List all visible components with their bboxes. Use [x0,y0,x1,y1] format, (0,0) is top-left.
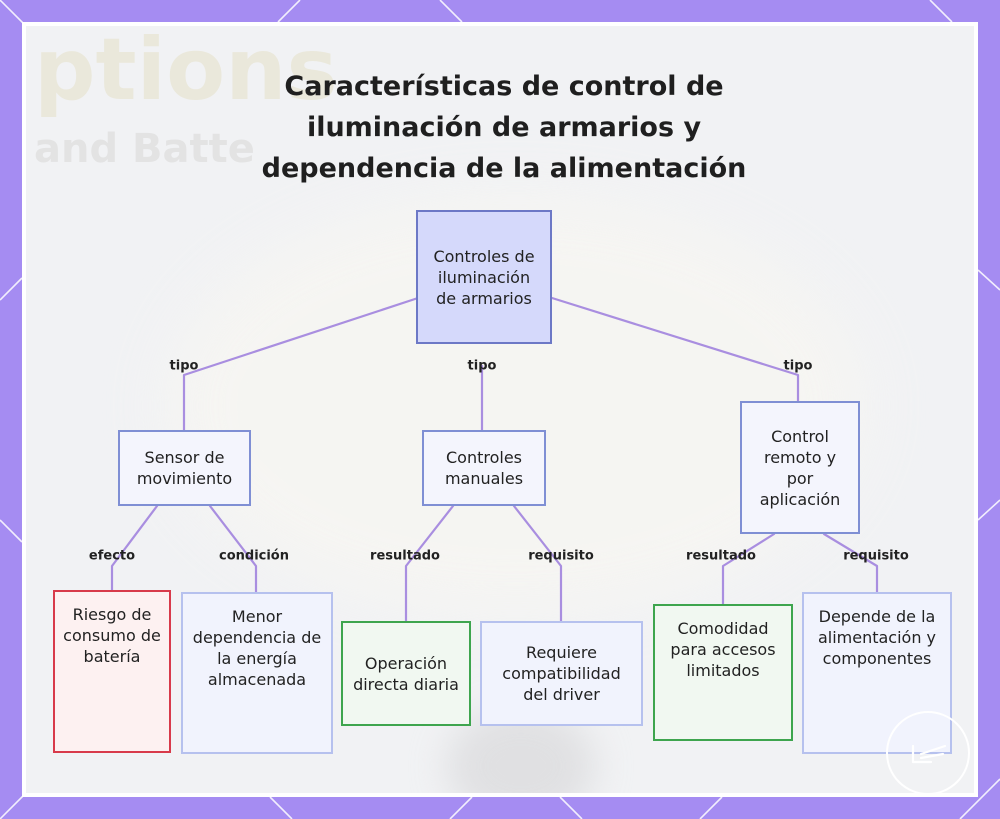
node-battery-risk-label: Riesgo de consumo de batería [63,605,161,666]
edge-label-tipo-right: tipo [783,358,813,374]
edge-label-efecto: efecto [88,548,136,564]
node-root: Controles de iluminación de armarios [416,210,552,344]
node-manual-controls: Controles manuales [422,430,546,506]
background-text-large: ptions [34,22,338,120]
edge-label-resultado-manual: resultado [370,548,440,564]
node-battery-risk: Riesgo de consumo de batería [53,590,171,753]
diagram-connectors [110,296,879,625]
node-remote-app: Control remoto y por aplicación [740,401,860,534]
edge-label-tipo-left: tipo [169,358,199,374]
edge-root-remote [550,296,800,405]
node-motion-sensor-label: Sensor de movimiento [136,448,233,488]
diagram-title: Características de control de iluminació… [26,66,974,189]
title-line-1: Características de control de [284,71,724,102]
node-less-dependence-label: Menor dependencia de la energía almacena… [192,607,322,689]
edge-motion-battery [110,504,159,594]
edge-label-resultado-remote: resultado [686,548,756,564]
background-text-small: and Batte [34,126,255,172]
edge-label-condicion: condición [218,548,290,564]
edge-manual-operation [404,504,455,625]
node-daily-operation: Operación directa diaria [341,621,471,726]
node-power-dependence: Depende de la alimentación y componentes [802,592,952,754]
node-motion-sensor: Sensor de movimiento [118,430,251,506]
edge-remote-access [721,532,776,608]
node-driver-compat: Requiere compatibilidad del driver [480,621,643,726]
node-remote-app-label: Control remoto y por aplicación [759,426,841,509]
node-less-dependence: Menor dependencia de la energía almacena… [181,592,333,754]
node-limited-access: Comodidad para accesos limitados [653,604,793,741]
edge-motion-dependence [208,504,258,596]
brand-logo-icon [886,711,970,793]
node-driver-compat-label: Requiere compatibilidad del driver [502,643,621,704]
edge-label-requisito-manual: requisito [528,548,594,564]
edge-remote-power [822,532,879,596]
node-daily-operation-label: Operación directa diaria [353,653,459,694]
node-power-dependence-label: Depende de la alimentación y componentes [817,607,937,668]
edge-label-requisito-remote: requisito [843,548,909,564]
title-line-2: iluminación de armarios y [306,112,702,143]
edge-manual-driver [512,504,563,625]
node-root-label: Controles de iluminación de armarios [433,246,535,308]
edge-label-tipo-center: tipo [467,358,497,374]
node-manual-controls-label: Controles manuales [444,448,524,488]
node-limited-access-label: Comodidad para accesos limitados [670,619,776,680]
diagram-card: ptions and Batte Características de cont… [22,22,978,797]
title-line-3: dependencia de la alimentación [261,153,747,184]
edge-root-motion [182,296,420,434]
